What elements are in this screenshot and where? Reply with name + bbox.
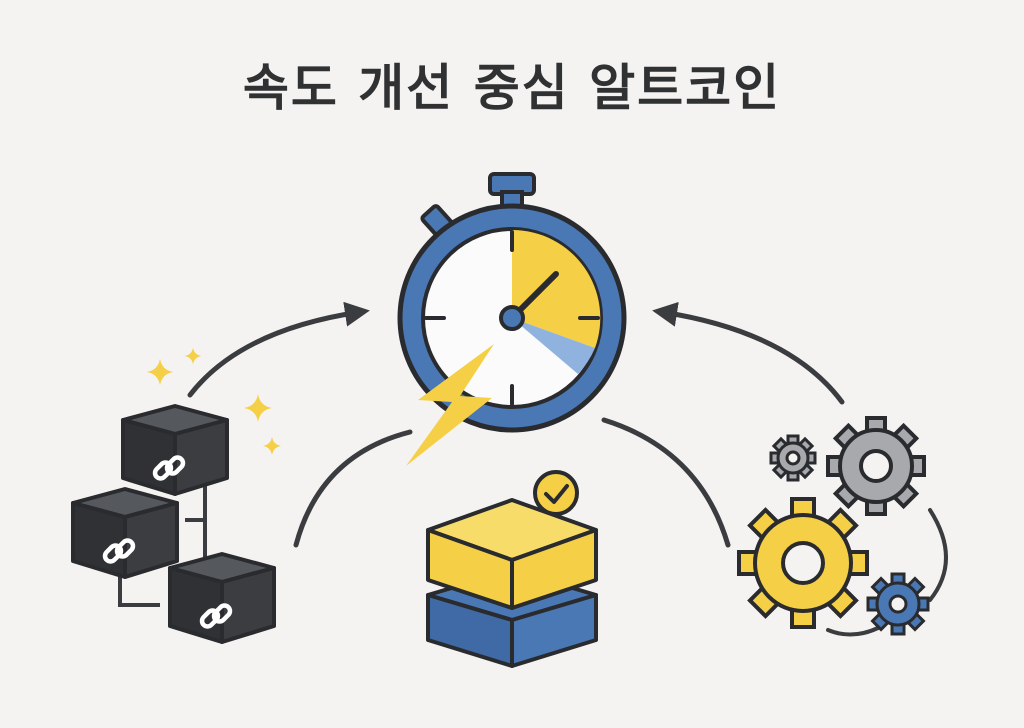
large-gray-gear — [826, 416, 926, 516]
chained-blocks-icon — [71, 404, 276, 644]
sparkle-icon — [184, 347, 202, 365]
sparkle-icon — [262, 436, 282, 456]
stacked-blocks-icon — [426, 470, 598, 668]
small-blue-gear — [866, 572, 930, 636]
sparkle-icon — [244, 394, 272, 422]
lightning-icon — [406, 344, 494, 466]
large-yellow-gear — [737, 497, 869, 629]
check-badge-icon — [533, 470, 579, 516]
sparkle-icon — [146, 358, 174, 386]
arc-bottom-right — [601, 417, 731, 548]
arrow-left-to-stopwatch — [187, 301, 370, 398]
arrow-right-to-stopwatch — [652, 301, 845, 405]
arc-bottom-left — [293, 429, 413, 548]
block-middle — [71, 487, 179, 579]
gears-icon — [737, 416, 948, 637]
page-title: 속도 개선 중심 알트코인 — [242, 59, 782, 117]
block-top — [121, 404, 229, 496]
small-gray-gear — [769, 434, 817, 482]
block-bottom — [168, 552, 276, 644]
